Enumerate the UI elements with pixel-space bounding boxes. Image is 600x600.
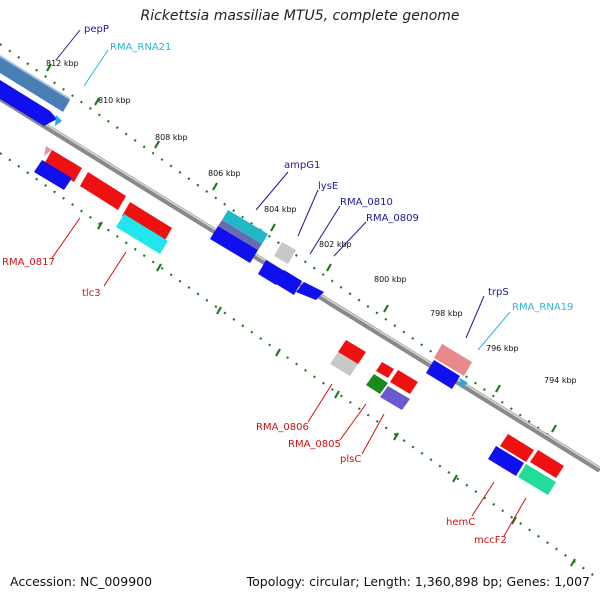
tick-label-804: 804 kbp bbox=[264, 205, 297, 214]
label-rma-0805: RMA_0805 bbox=[288, 439, 341, 450]
feature-RMA_0809-b[interactable] bbox=[296, 282, 324, 300]
feature-RMA_0806-a[interactable] bbox=[338, 340, 366, 364]
feature-RMA_0805-b[interactable] bbox=[366, 374, 388, 394]
inner-tick-ring bbox=[0, 152, 600, 581]
genome-summary-text: Topology: circular; Length: 1,360,898 bp… bbox=[246, 574, 590, 589]
label-rma-rna21: RMA_RNA21 bbox=[110, 42, 171, 53]
tick-label-800: 800 kbp bbox=[374, 275, 407, 284]
feature-hemC-blue[interactable] bbox=[488, 446, 524, 476]
tick-label-796: 796 kbp bbox=[486, 344, 519, 353]
outer-tick-ring bbox=[0, 43, 600, 473]
feature-pepP[interactable] bbox=[0, 57, 70, 112]
feature-RMA_0817-c[interactable] bbox=[122, 202, 172, 242]
feature-hemC-b[interactable] bbox=[530, 450, 564, 478]
tick-label-802: 802 kbp bbox=[319, 240, 352, 249]
label-hemC: hemC bbox=[446, 517, 475, 528]
tick-label-812: 812 kbp bbox=[46, 59, 79, 68]
feature-forward-blue-2[interactable] bbox=[210, 226, 258, 263]
feature-forward-1[interactable] bbox=[0, 80, 57, 126]
feature-RMA_0817-a[interactable] bbox=[44, 150, 82, 182]
label-mccF2: mccF2 bbox=[474, 535, 507, 546]
label-pepP: pepP bbox=[84, 24, 109, 35]
tick-label-810: 810 kbp bbox=[98, 96, 131, 105]
feature-mccF2[interactable] bbox=[518, 464, 556, 495]
tick-label-808: 808 kbp bbox=[155, 133, 188, 142]
label-tlc3: tlc3 bbox=[82, 288, 101, 299]
features bbox=[0, 55, 564, 495]
label-rma-0806: RMA_0806 bbox=[256, 422, 309, 433]
label-lysE: lysE bbox=[318, 181, 338, 192]
feature-RMA_0805-a[interactable] bbox=[376, 362, 394, 378]
label-rma-0810: RMA_0810 bbox=[340, 197, 393, 208]
feature-trpS[interactable] bbox=[434, 344, 472, 376]
feature-hemC-a[interactable] bbox=[500, 434, 534, 462]
feature-RMA_0809-a[interactable] bbox=[276, 270, 302, 295]
feature-plsC-a[interactable] bbox=[390, 370, 418, 394]
feature-forward-blue-3[interactable] bbox=[426, 360, 460, 389]
feature-lysE[interactable] bbox=[274, 242, 296, 264]
label-rma-0817: RMA_0817 bbox=[2, 257, 55, 268]
accession-text: Accession: NC_009900 bbox=[10, 574, 153, 589]
tick-labels: 812 kbp 810 kbp 808 kbp 806 kbp 804 kbp … bbox=[46, 59, 577, 385]
label-rma-0809: RMA_0809 bbox=[366, 213, 419, 224]
tick-label-806: 806 kbp bbox=[208, 169, 241, 178]
label-plsC: plsC bbox=[340, 454, 361, 465]
feature-labels: pepP RMA_RNA21 ampG1 lysE RMA_0810 RMA_0… bbox=[2, 24, 573, 546]
tick-label-798: 798 kbp bbox=[430, 309, 463, 318]
feature-ampG1[interactable] bbox=[222, 210, 268, 244]
map-title: Rickettsia massiliae MTU5, complete geno… bbox=[140, 8, 460, 24]
label-trpS: trpS bbox=[488, 287, 509, 298]
leader-lines bbox=[51, 29, 527, 537]
label-rma-rna19: RMA_RNA19 bbox=[512, 302, 573, 313]
feature-RMA_0806-b[interactable] bbox=[330, 352, 358, 376]
feature-RMA_0810[interactable] bbox=[258, 260, 284, 285]
feature-plsC-b[interactable] bbox=[380, 386, 410, 410]
feature-RMA_0817-b[interactable] bbox=[80, 172, 126, 210]
tick-label-794: 794 kbp bbox=[544, 376, 577, 385]
label-ampG1: ampG1 bbox=[284, 160, 320, 171]
feature-reverse-blue-1[interactable] bbox=[34, 160, 72, 190]
feature-tlc3[interactable] bbox=[116, 214, 168, 254]
